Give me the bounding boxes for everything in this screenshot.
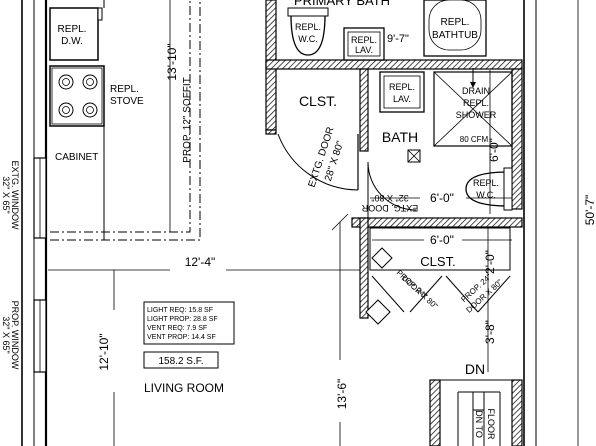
soffit-outline [50,0,201,241]
bath-door [367,161,417,218]
dishwasher-handle [97,7,103,21]
overall-dimension: 50'-7" [577,0,596,446]
living-dimensions: 12'-4" 12'-10" 13'-6" [97,255,349,409]
svg-text:DN: DN [465,361,485,377]
closet-upper-label: CLST. [299,93,337,109]
svg-text:BATHTUB: BATHTUB [432,30,478,41]
interior-walls [265,0,523,446]
svg-text:32" X 65": 32" X 65" [1,176,11,213]
svg-text:VENT REQ: 7.9 SF: VENT REQ: 7.9 SF [147,325,207,332]
bath-exhaust [407,149,421,163]
svg-text:REPL.: REPL. [295,22,321,32]
window-proposed [33,299,47,373]
primary-lav-dimension: 9'-7" [387,33,409,45]
svg-text:SHOWER: SHOWER [456,110,497,120]
svg-text:80 CFM: 80 CFM [460,135,489,144]
svg-text:W.C.: W.C. [476,190,496,200]
svg-text:REPL.: REPL. [441,17,470,28]
svg-text:13'-6": 13'-6" [335,379,349,410]
svg-text:13'-10": 13'-10" [165,43,179,80]
bath-lav: REPL. LAV. [379,71,425,113]
svg-text:12'-10": 12'-10" [97,333,111,370]
svg-text:BATH: BATH [382,129,418,145]
living-room-label: LIVING ROOM [144,381,224,395]
stairs-label: DN [465,361,485,377]
area-box: 158.2 S.F. [143,351,219,369]
bath-wc: REPL. W.C. [465,167,513,211]
svg-text:50'-7": 50'-7" [583,195,596,226]
stairs [440,379,512,446]
svg-text:6'-0": 6'-0" [430,233,454,247]
svg-text:REPL.: REPL. [463,98,489,108]
closet-lower-markers [365,247,393,325]
svg-text:3'-8": 3'-8" [483,320,497,344]
shower: DRAIN REPL. SHOWER 80 CFM [433,68,513,147]
soffit-labels: 13'-10" PROP. 12" SOFFIT [165,43,193,162]
svg-text:32" X 65": 32" X 65" [1,316,11,353]
living-dimension-lines [48,213,360,446]
primary-lav: REPL. LAV. [343,27,385,61]
svg-text:DOOR X 80": DOOR X 80" [400,274,440,311]
cabinet: CABINET [55,152,98,163]
window-existing [33,157,47,239]
bath-label: BATH [382,129,418,145]
svg-text:REPL.: REPL. [389,82,415,92]
svg-text:PROP. WINDOW: PROP. WINDOW [10,301,20,370]
svg-text:2'-0": 2'-0" [483,250,497,274]
svg-text:12'-4": 12'-4" [185,255,216,269]
stove: REPL. STOVE [49,65,144,127]
svg-text:PROP. 12" SOFFIT: PROP. 12" SOFFIT [182,77,193,163]
svg-text:LIGHT REQ: 15.8 SF: LIGHT REQ: 15.8 SF [147,307,213,314]
svg-text:LAV.: LAV. [393,94,411,104]
svg-text:LIVING ROOM: LIVING ROOM [144,381,224,395]
primary-wc: REPL. W.C. [287,7,329,56]
bathtub: REPL. BATHTUB [423,0,487,57]
bath-dimensions: 6'-0" 6'-0" [430,138,501,205]
closet-lower-doors [371,275,511,313]
svg-text:CABINET: CABINET [55,152,98,163]
svg-text:CLST.: CLST. [299,93,337,109]
closet-door-label: EXTG. DOOR 28" X 80" [307,126,347,189]
svg-text:FLOOR: FLOOR [486,408,496,440]
svg-text:158.2 S.F.: 158.2 S.F. [158,356,203,367]
svg-text:9'-7": 9'-7" [387,33,409,45]
svg-text:D.W.: D.W. [61,36,83,47]
requirements-box: LIGHT REQ: 15.8 SF LIGHT PROP: 28.8 SF V… [143,301,235,345]
closet-lower-label: CLST. [420,254,455,269]
svg-text:DRAIN: DRAIN [462,86,490,96]
svg-text:32" X 80": 32" X 80" [371,193,408,203]
bath-dimension-lines [370,70,512,214]
primary-bath-label: PRIMARY BATH [294,0,390,8]
svg-text:STOVE: STOVE [110,96,144,107]
svg-text:REPL.: REPL. [351,35,377,45]
dishwasher: REPL. D.W. [49,7,99,61]
svg-text:EXTG. WINDOW: EXTG. WINDOW [10,161,20,230]
window-existing-label: EXTG. WINDOW 32" X 65" [1,161,20,230]
closet-lower-dimensions: 6'-0" 2'-0" 3'-8" [430,233,497,344]
svg-text:EXTG. DOOR: EXTG. DOOR [361,203,418,213]
svg-text:LAV.: LAV. [355,45,373,55]
svg-text:CLST.: CLST. [420,254,455,269]
closet-lower-shelf [369,227,511,271]
bath-door-label: EXTG. DOOR 32" X 80" [361,193,418,213]
stairs-note: DN TO FLOOR [474,408,496,440]
closet-door [277,133,359,191]
svg-text:LIGHT PROP: 28.8 SF: LIGHT PROP: 28.8 SF [147,316,218,323]
svg-text:6'-0": 6'-0" [430,191,454,205]
svg-text:REPL.: REPL. [58,24,87,35]
svg-text:DN TO: DN TO [474,410,484,438]
svg-text:W.C.: W.C. [298,34,318,44]
window-proposed-label: PROP. WINDOW 32" X 65" [1,301,20,370]
svg-text:REPL.: REPL. [110,84,139,95]
svg-text:VENT PROP: 14.4 SF: VENT PROP: 14.4 SF [147,334,216,341]
svg-text:PRIMARY BATH: PRIMARY BATH [294,0,390,8]
svg-text:REPL.: REPL. [473,178,499,188]
svg-text:6'-0": 6'-0" [487,138,501,162]
